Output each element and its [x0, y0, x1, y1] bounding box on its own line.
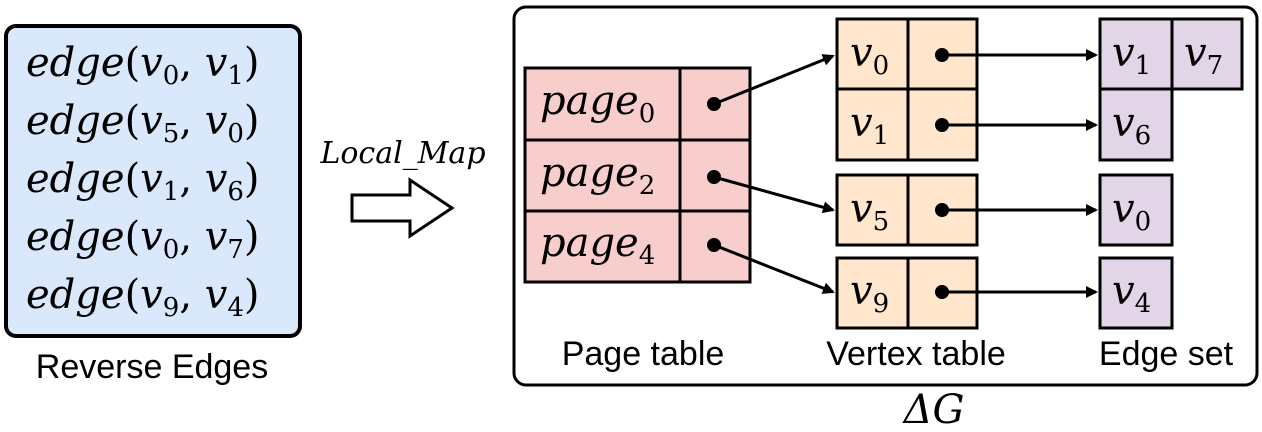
edge-set-cell [1098, 87, 1174, 162]
edge-entry-2-0: v0 [1112, 186, 1151, 237]
page-table-row [523, 209, 752, 284]
vertex-table: v0 v1 v5 v9 [835, 17, 979, 330]
reverse-edge-0: edge(v0, v1) [26, 40, 260, 91]
page-entry-2: page4 [540, 220, 655, 271]
vertex-entry-0: v0 [850, 30, 889, 81]
edge-entry-0-0: v1 [1112, 30, 1151, 81]
reverse-edge-4: edge(v9, v4) [26, 272, 260, 323]
page-entry-0: page0 [540, 78, 655, 129]
local-map-transform: Local_Map [319, 136, 486, 239]
vertex-entry-1: v1 [850, 100, 889, 151]
page-table-caption: Page table [562, 335, 725, 373]
vertex-table-caption: Vertex table [826, 335, 1006, 373]
edge-set-caption: Edge set [1099, 335, 1234, 373]
delta-g-panel: page0 page2 page4 v0 v1 v5 v9 [512, 5, 1259, 387]
pointer-arrow [713, 243, 835, 294]
delta-g-label: ΔG [902, 387, 965, 432]
vertex-entry-3: v9 [850, 268, 889, 319]
page-entry-1: page2 [540, 150, 655, 201]
reverse-edges-caption: Reverse Edges [36, 348, 268, 386]
edge-set-cell [1170, 17, 1244, 91]
reverse-edge-1: edge(v5, v0) [26, 98, 260, 149]
edge-entry-1-0: v6 [1112, 100, 1151, 151]
reverse-edges-panel: edge(v0, v1) edge(v5, v0) edge(v1, v6) e… [4, 24, 302, 386]
pointer-arrow [713, 54, 835, 106]
local-map-label: Local_Map [319, 136, 485, 171]
reverse-edge-2: edge(v1, v6) [26, 156, 260, 207]
hollow-arrow-icon [350, 177, 455, 239]
vertex-entry-2: v5 [850, 186, 889, 237]
edge-set-cell [1098, 173, 1174, 247]
page-table: page0 page2 page4 [523, 66, 752, 284]
edge-entry-0-1: v7 [1184, 30, 1223, 81]
reverse-edge-3: edge(v0, v7) [26, 214, 260, 265]
reverse-edges-box [4, 24, 302, 338]
edge-entry-3-0: v4 [1112, 268, 1151, 319]
edge-set: v1 v7 v6 v0 v4 [1098, 17, 1244, 330]
pointer-arrow [713, 175, 835, 214]
edge-set-cell [1098, 256, 1174, 330]
